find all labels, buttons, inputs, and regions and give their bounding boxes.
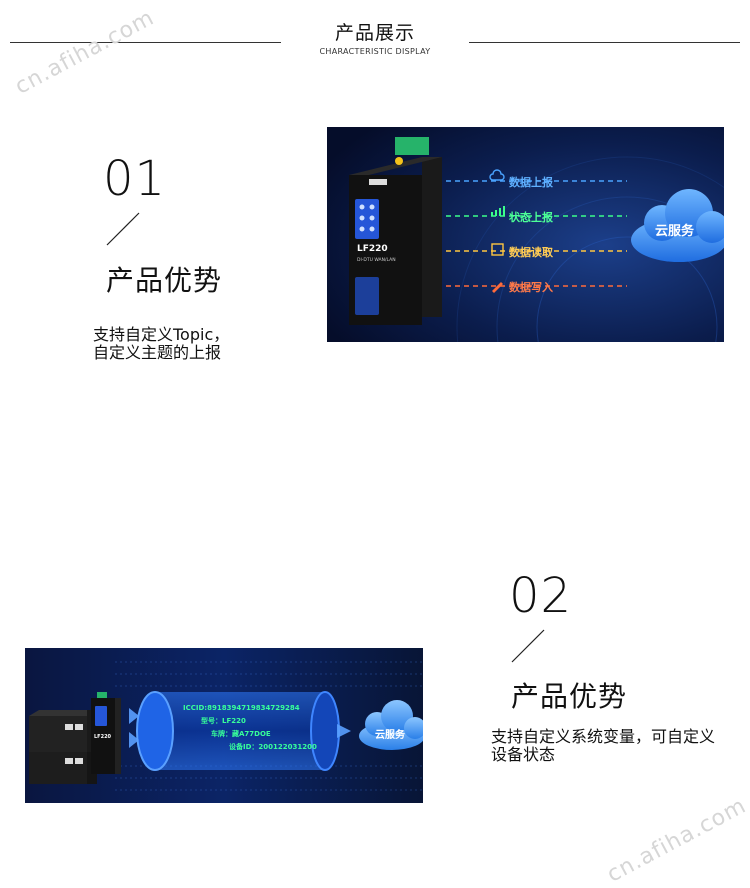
- header-line-right: [469, 42, 740, 43]
- device-lf220: [349, 137, 442, 325]
- device-model-label: LF220: [94, 734, 112, 740]
- feature-heading: 产品优势: [511, 680, 628, 713]
- feature-description: 支持自定义系统变量，可自定义 设备状态: [491, 728, 715, 764]
- cloud-icon: [631, 189, 724, 262]
- feature-description-line: 自定义主题的上报: [93, 343, 222, 362]
- feature-number: 01: [103, 151, 167, 207]
- flow-label: 数据上报: [509, 175, 554, 189]
- feature-number: 02: [509, 568, 573, 624]
- header-line-left: [10, 42, 281, 43]
- section-title: 产品展示: [334, 22, 415, 44]
- cloud-icon: [359, 700, 423, 750]
- watermark-bottom-right: cn.afiha.com: [603, 793, 750, 888]
- tube-text-line: 型号：LF220: [201, 716, 246, 725]
- feature-description-line: 设备状态: [491, 745, 556, 764]
- flow-label: 状态上报: [509, 210, 554, 224]
- tube-text-line: 车牌：藏A77DOE: [211, 729, 271, 738]
- tube-text-line: ICCID:8918394719834729284: [183, 704, 300, 712]
- device-lf220: [91, 692, 121, 774]
- tube-text-line: 设备ID：200122031200: [229, 742, 317, 751]
- device-sub-label: DI-DTU WAN/LAN: [357, 257, 396, 263]
- feature-description-line: 支持自定义Topic，: [93, 325, 230, 344]
- device-model-label: LF220: [357, 244, 388, 254]
- slash-divider: [106, 212, 140, 246]
- feature-heading: 产品优势: [106, 264, 223, 297]
- product-image-data-flow: 数据上报 状态上报 数据读取 数据写入 云服务 LF220 DI-DTU WAN: [327, 127, 724, 342]
- flow-label: 数据写入: [509, 280, 553, 294]
- cloud-label: 云服务: [655, 223, 695, 239]
- slash-divider: [511, 629, 545, 663]
- flow-label: 数据读取: [509, 245, 553, 259]
- product-image-data-tube: ICCID:8918394719834729284 型号：LF220 车牌：藏A…: [25, 648, 423, 803]
- gateway-device-stack: [29, 710, 97, 784]
- feature-description-line: 支持自定义系统变量，可自定义: [491, 727, 716, 746]
- feature-description: 支持自定义Topic， 自定义主题的上报: [93, 326, 229, 362]
- section-subtitle: CHARACTERISTIC DISPLAY: [319, 47, 431, 55]
- cloud-label: 云服务: [375, 728, 406, 741]
